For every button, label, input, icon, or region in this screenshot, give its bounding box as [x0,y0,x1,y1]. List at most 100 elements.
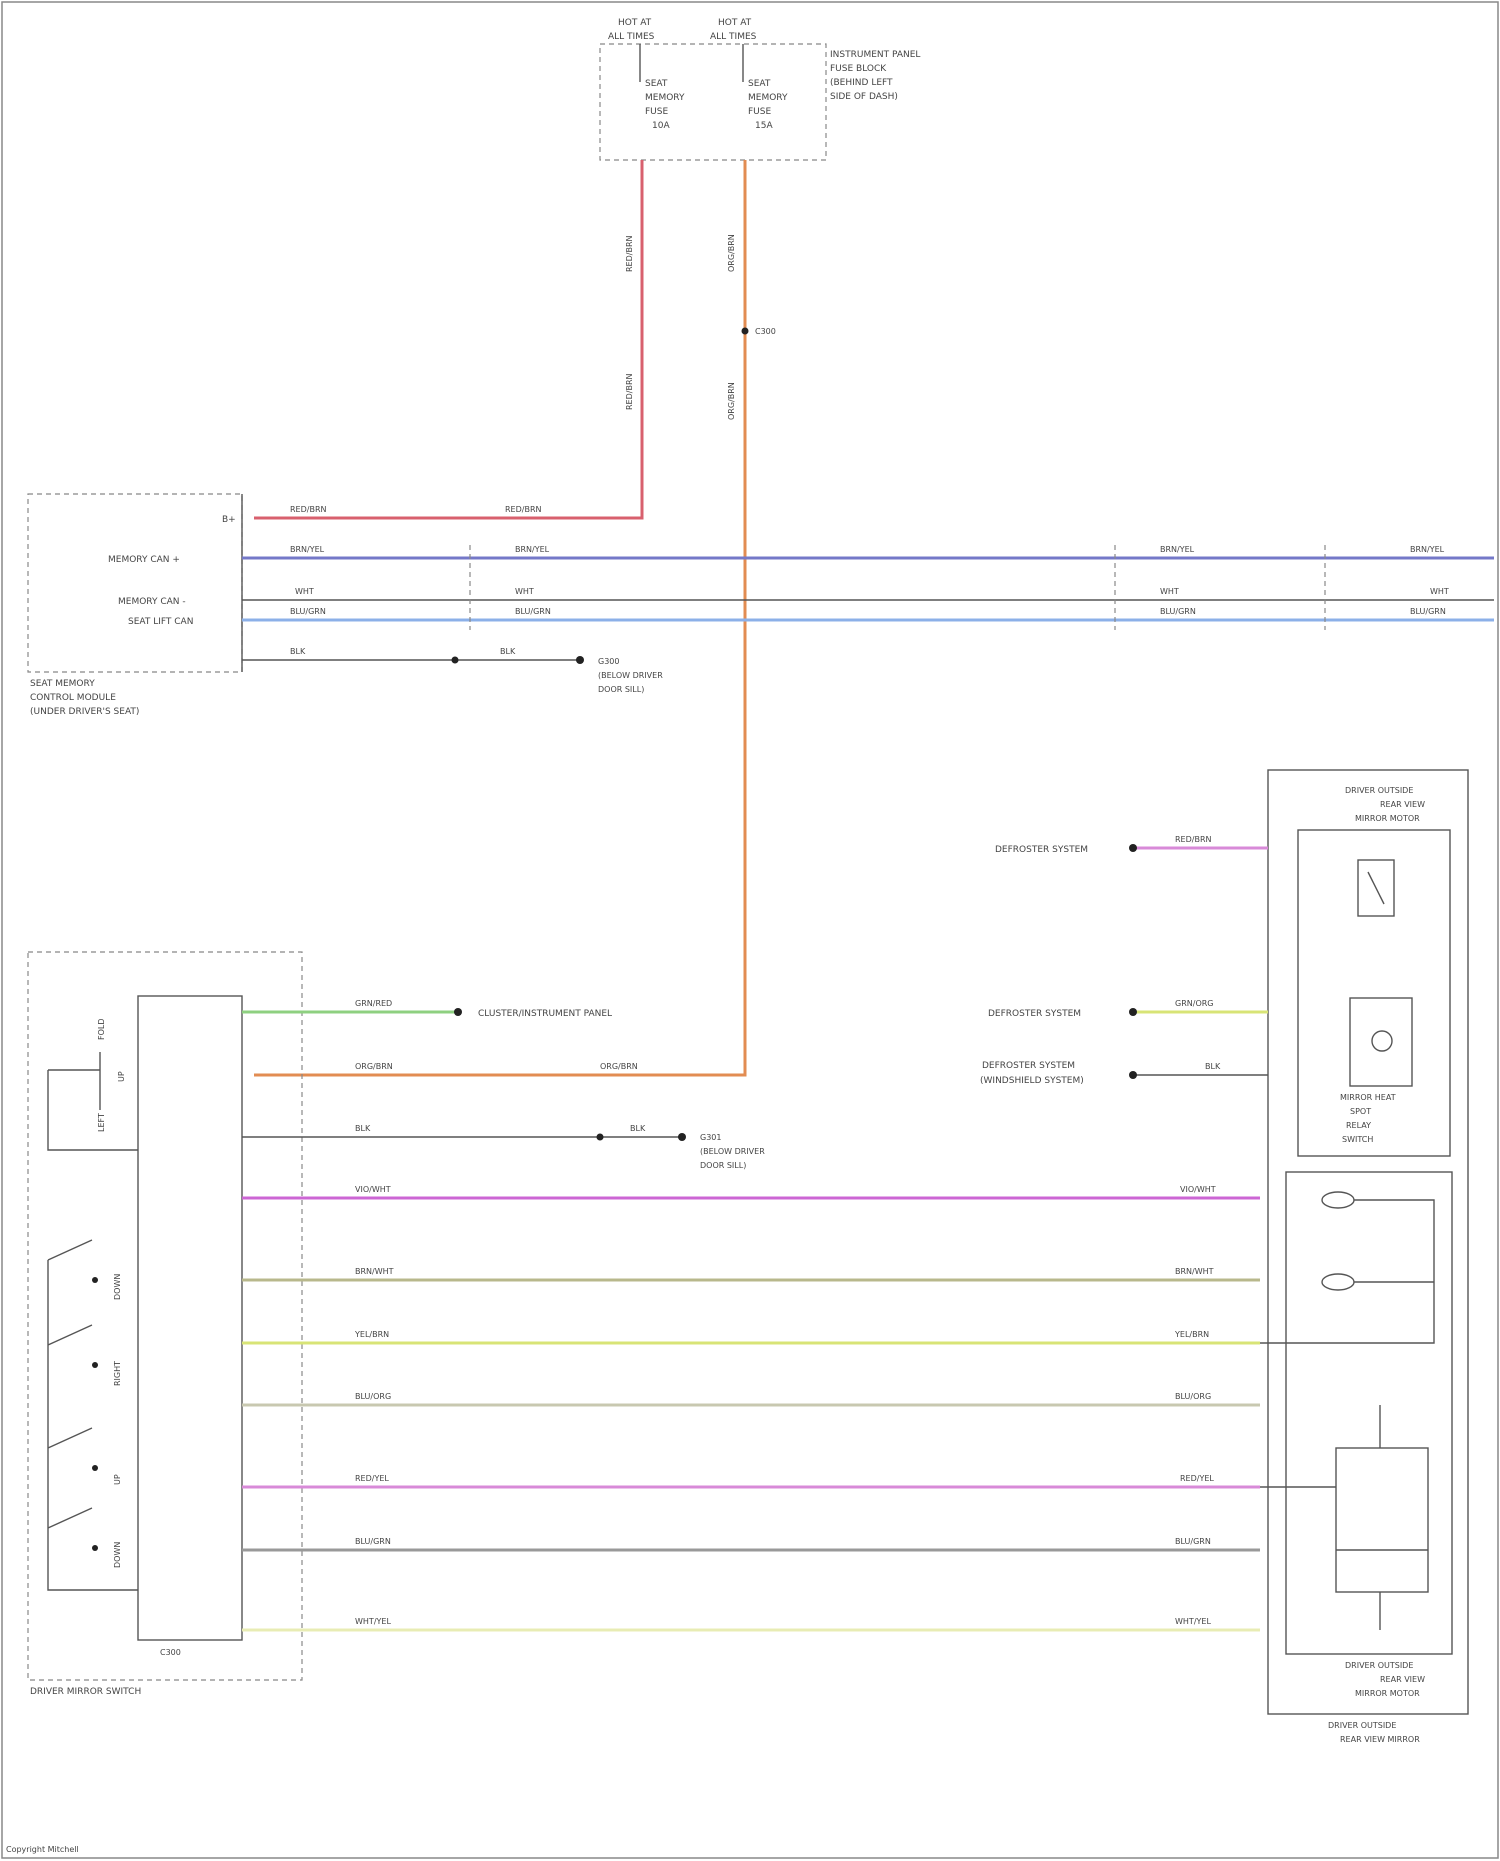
svg-text:ORG/BRN: ORG/BRN [355,1062,393,1071]
svg-text:(BELOW DRIVER: (BELOW DRIVER [598,671,663,680]
motor-module [1286,1172,1452,1654]
svg-text:10A: 10A [652,121,670,131]
relay-icon [1350,998,1412,1086]
svg-text:DRIVER OUTSIDE: DRIVER OUTSIDE [1345,1661,1413,1670]
svg-text:C300: C300 [755,327,776,336]
svg-text:RELAY: RELAY [1346,1121,1371,1130]
fuse-block-name-3: (BEHIND LEFT [830,78,893,88]
seat-memory-module: B+ MEMORY CAN + MEMORY CAN - SEAT LIFT C… [28,494,242,717]
svg-text:BRN/WHT: BRN/WHT [355,1267,394,1276]
svg-text:BLK: BLK [500,647,516,656]
svg-text:RED/YEL: RED/YEL [355,1474,389,1483]
memory-module-name-3: (UNDER DRIVER'S SEAT) [30,707,139,717]
svg-text:DEFROSTER SYSTEM: DEFROSTER SYSTEM [982,1061,1075,1071]
direction-switches [48,1240,138,1590]
ground-g301 [678,1133,686,1141]
svg-text:SWITCH: SWITCH [1342,1135,1373,1144]
svg-text:VIO/WHT: VIO/WHT [355,1185,391,1194]
svg-text:B+: B+ [222,515,236,525]
svg-text:BLK: BLK [1205,1062,1221,1071]
svg-text:YEL/BRN: YEL/BRN [354,1330,389,1339]
svg-text:BLU/GRN: BLU/GRN [290,607,326,616]
memory-pin-label-3: SEAT LIFT CAN [128,617,193,627]
heater-module [1298,830,1450,1156]
svg-text:MEMORY: MEMORY [748,93,788,103]
hot-label-1a: HOT AT [618,18,652,28]
svg-text:MIRROR MOTOR: MIRROR MOTOR [1355,1689,1420,1698]
svg-text:RED/BRN: RED/BRN [505,505,542,514]
svg-text:MEMORY: MEMORY [645,93,685,103]
svg-text:DOOR SILL): DOOR SILL) [598,685,644,694]
svg-text:15A: 15A [755,121,773,131]
svg-text:UP: UP [117,1071,126,1082]
memory-module-name-1: SEAT MEMORY [30,679,95,689]
svg-text:REAR VIEW MIRROR: REAR VIEW MIRROR [1340,1735,1420,1744]
svg-text:SEAT: SEAT [645,79,668,89]
hot-label-2a: HOT AT [718,18,752,28]
motor-icon-2 [1322,1274,1354,1290]
svg-text:REAR VIEW: REAR VIEW [1380,800,1425,809]
svg-text:DOOR SILL): DOOR SILL) [700,1161,746,1170]
svg-text:SEAT: SEAT [748,79,771,89]
splice-s1 [742,328,749,335]
switch-name: DRIVER MIRROR SWITCH [30,1687,141,1697]
svg-text:WHT/YEL: WHT/YEL [1175,1617,1211,1626]
svg-text:(WINDSHIELD SYSTEM): (WINDSHIELD SYSTEM) [980,1076,1084,1086]
wire-orange-feed [254,160,745,1075]
svg-text:DOWN: DOWN [113,1274,122,1300]
svg-text:FOLD: FOLD [97,1018,106,1040]
svg-text:ORG/BRN: ORG/BRN [727,234,736,272]
svg-text:MIRROR MOTOR: MIRROR MOTOR [1355,814,1420,823]
fuse-block-name-4: SIDE OF DASH) [830,92,898,102]
svg-text:BRN/YEL: BRN/YEL [1160,545,1195,554]
memory-pin-label-1: MEMORY CAN + [108,555,180,565]
svg-text:FUSE: FUSE [645,107,668,117]
svg-text:DRIVER OUTSIDE: DRIVER OUTSIDE [1345,786,1413,795]
svg-text:UP: UP [113,1474,122,1485]
ground-g300 [576,656,584,664]
svg-text:VIO/WHT: VIO/WHT [1180,1185,1216,1194]
svg-text:BLU/GRN: BLU/GRN [515,607,551,616]
hot-label-2b: ALL TIMES [710,32,757,42]
svg-text:G301: G301 [700,1133,721,1142]
motor-block [1336,1448,1428,1592]
switch-controller [138,996,242,1640]
svg-text:REAR VIEW: REAR VIEW [1380,1675,1425,1684]
svg-text:LEFT: LEFT [97,1113,106,1132]
svg-text:RED/BRN: RED/BRN [1175,835,1212,844]
svg-text:BLU/GRN: BLU/GRN [1175,1537,1211,1546]
svg-text:DOWN: DOWN [113,1542,122,1568]
copyright-footer: Copyright Mitchell [6,1845,79,1854]
mirror-assembly: DRIVER OUTSIDE REAR VIEW MIRROR MOTOR MI… [1260,770,1468,1744]
svg-text:BRN/YEL: BRN/YEL [1410,545,1445,554]
svg-text:BLK: BLK [355,1124,371,1133]
svg-text:RED/BRN: RED/BRN [290,505,327,514]
svg-text:GRN/RED: GRN/RED [355,999,392,1008]
svg-text:BLU/GRN: BLU/GRN [1160,607,1196,616]
memory-pin-label-2: MEMORY CAN - [118,597,186,607]
svg-text:WHT: WHT [515,587,534,596]
svg-text:WHT: WHT [1160,587,1179,596]
svg-text:SPOT: SPOT [1350,1107,1371,1116]
fuse-block-name-1: INSTRUMENT PANEL [830,50,920,60]
memory-module-name-2: CONTROL MODULE [30,693,116,703]
svg-text:RIGHT: RIGHT [113,1361,122,1386]
svg-text:ORG/BRN: ORG/BRN [600,1062,638,1071]
fuse-block-name-2: FUSE BLOCK [830,64,887,74]
svg-text:ORG/BRN: ORG/BRN [727,382,736,420]
svg-text:RED/BRN: RED/BRN [625,235,634,272]
fold-switch [48,1052,138,1150]
wire-red-feed [254,160,642,518]
fuse-block-outline [600,44,826,160]
svg-text:RED/BRN: RED/BRN [625,373,634,410]
svg-text:BLU/ORG: BLU/ORG [1175,1392,1211,1401]
svg-text:G300: G300 [598,657,619,666]
svg-text:(BELOW DRIVER: (BELOW DRIVER [700,1147,765,1156]
svg-text:BLU/GRN: BLU/GRN [355,1537,391,1546]
memory-module-outline [28,494,242,672]
svg-text:DEFROSTER SYSTEM: DEFROSTER SYSTEM [988,1009,1081,1019]
fuse-block: HOT AT ALL TIMES HOT AT ALL TIMES SEAT M… [600,18,920,160]
svg-text:BLU/ORG: BLU/ORG [355,1392,391,1401]
